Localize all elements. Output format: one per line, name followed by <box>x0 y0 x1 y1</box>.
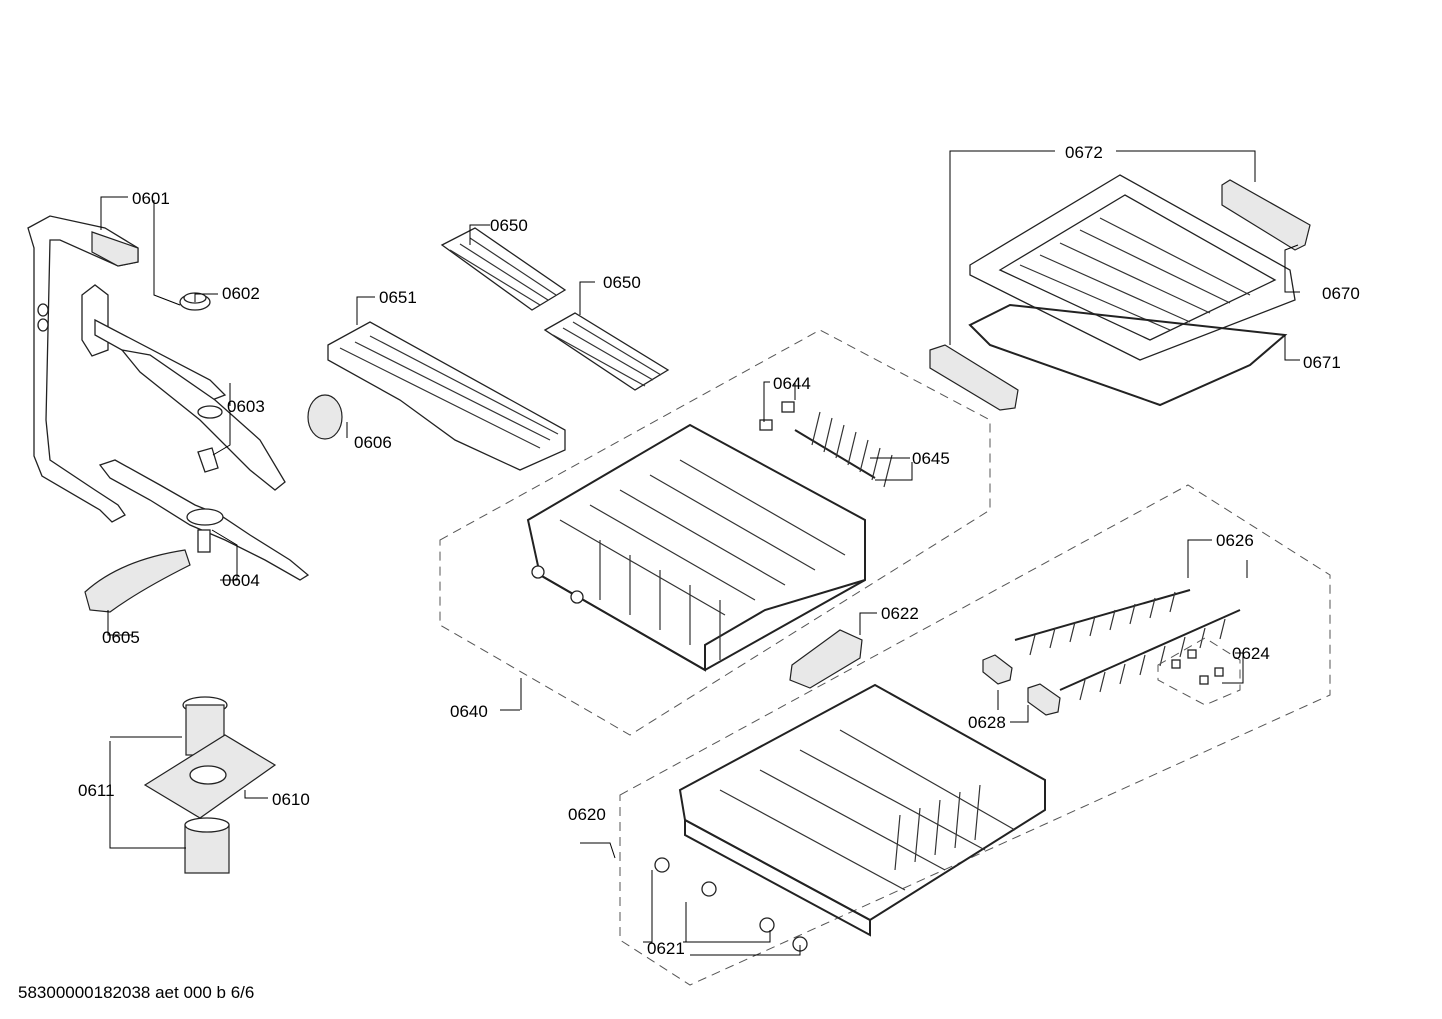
label-0622: 0622 <box>881 604 919 623</box>
handle-0622 <box>789 629 863 689</box>
label-0602: 0602 <box>222 284 260 303</box>
filter-0611 <box>182 696 230 874</box>
label-0672: 0672 <box>1065 143 1103 162</box>
label-0603: 0603 <box>227 397 265 416</box>
label-0621: 0621 <box>647 939 685 958</box>
wheels-0621 <box>654 857 808 952</box>
upper-basket-group-outline <box>439 329 991 736</box>
label-0606: 0606 <box>354 433 392 452</box>
document-footer-id: 58300000182038 aet 000 b 6/6 <box>18 983 254 1002</box>
filter-disc-0606 <box>307 394 343 440</box>
label-0670: 0670 <box>1322 284 1360 303</box>
flat-filter-0610 <box>143 734 277 819</box>
upper-spray-arm-0603 <box>81 284 286 491</box>
label-0604: 0604 <box>222 571 260 590</box>
label-0620: 0620 <box>568 805 606 824</box>
label-0671: 0671 <box>1303 353 1341 372</box>
label-0605: 0605 <box>102 628 140 647</box>
folding-spikes-0626 <box>1014 589 1241 701</box>
clips-0624 <box>1157 637 1241 706</box>
folding-spikes-0645 <box>794 411 893 488</box>
label-0611: 0611 <box>78 781 115 800</box>
label-0624: 0624 <box>1232 644 1270 663</box>
label-0626: 0626 <box>1216 531 1254 550</box>
part-labels: 0601 0602 0603 0604 0605 0606 0611 0610 … <box>78 143 1360 958</box>
drawer-rail-0671 <box>968 303 1288 407</box>
label-0650-a: 0650 <box>490 216 528 235</box>
label-0628: 0628 <box>968 713 1006 732</box>
label-0651: 0651 <box>379 288 417 307</box>
drawer-slide-0672-right <box>1221 179 1311 251</box>
drawer-slide-0672-left <box>929 344 1019 411</box>
label-0650-b: 0650 <box>603 273 641 292</box>
lower-basket-0620 <box>678 683 1046 937</box>
feed-pipe-0601 <box>27 215 139 523</box>
label-0645: 0645 <box>912 449 950 468</box>
lower-spray-arm-0604 <box>98 459 310 581</box>
cover-0605 <box>84 549 191 613</box>
holders-0628 <box>982 654 1061 716</box>
label-0640: 0640 <box>450 702 488 721</box>
leader-lines <box>100 150 1300 956</box>
label-0610: 0610 <box>272 790 310 809</box>
label-0644: 0644 <box>773 374 811 393</box>
cutlery-insert-0650-b <box>543 312 670 391</box>
lower-basket-group-outline <box>619 484 1331 986</box>
upper-basket-0640 <box>526 423 866 672</box>
label-0601: 0601 <box>132 189 170 208</box>
clip-0644 <box>759 401 795 431</box>
cutlery-drawer-0670 <box>969 174 1296 361</box>
cutlery-tray-0651 <box>327 321 566 471</box>
cutlery-insert-0650-a <box>440 227 567 311</box>
